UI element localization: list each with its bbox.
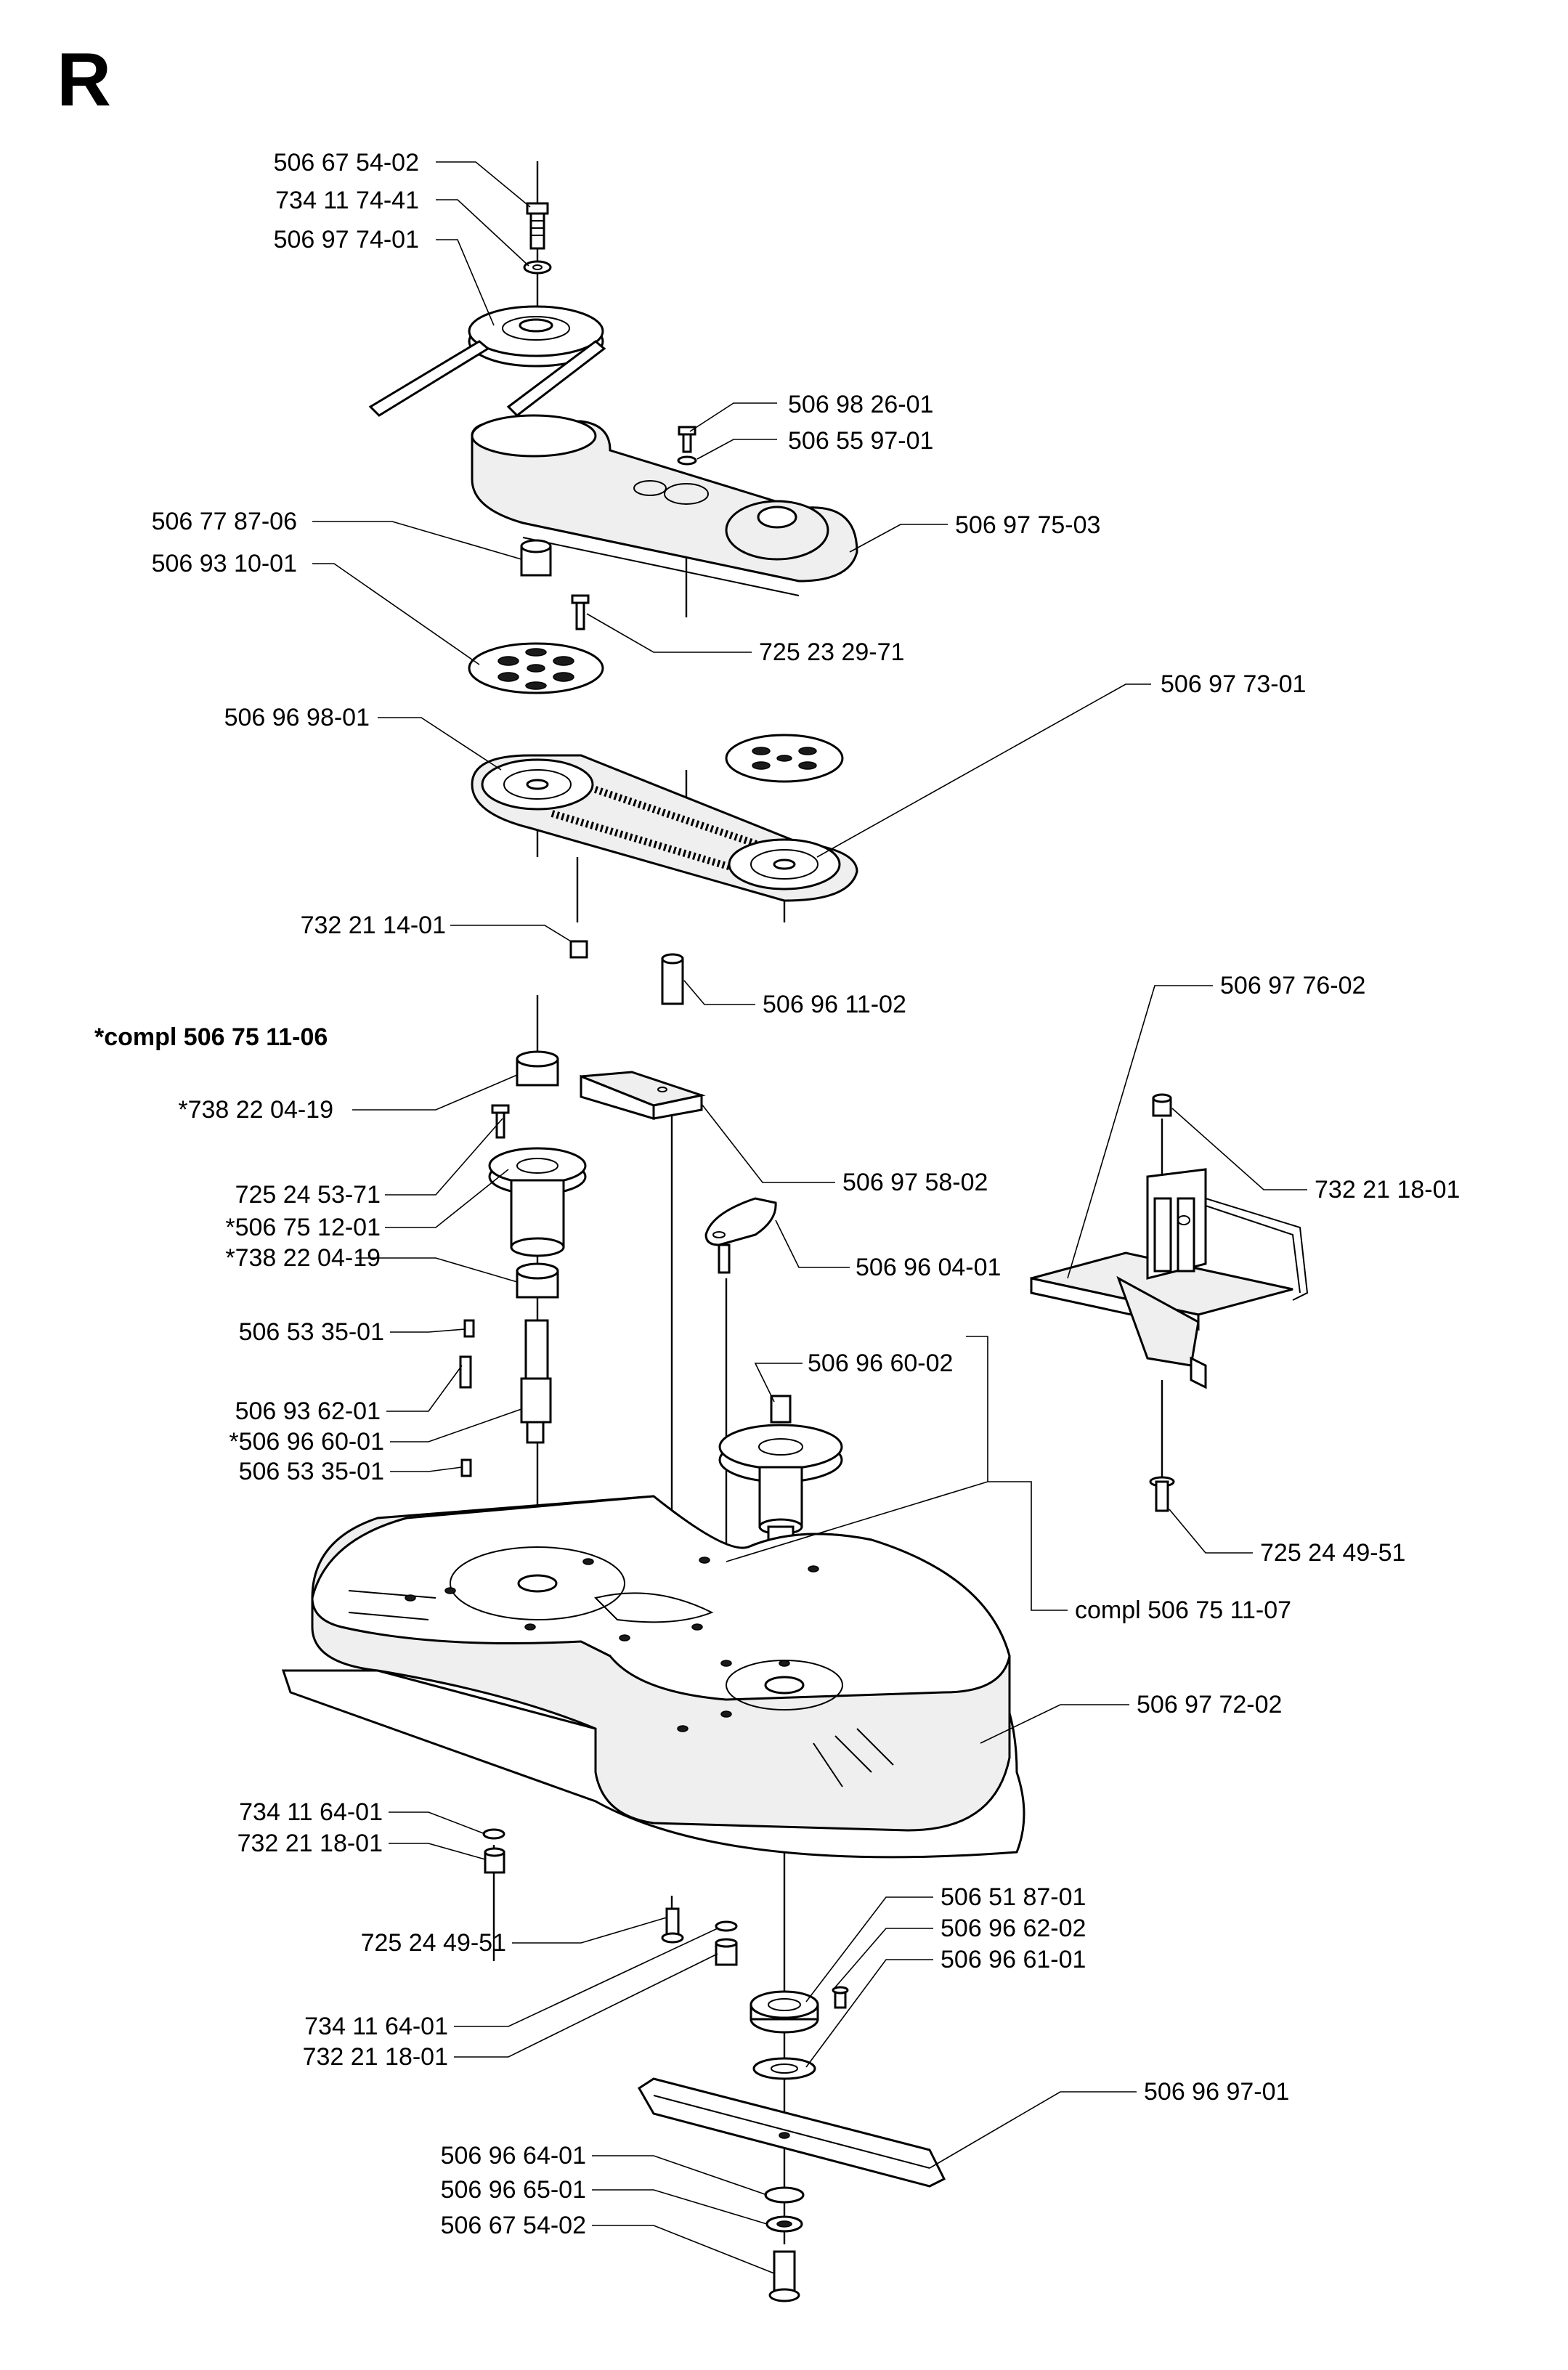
mount-nut [1152,1093,1172,1117]
right-spindle [718,1395,843,1547]
callout-506-67-54-02-top: 506 67 54-02 [273,149,419,176]
callout-506-96-64-01: 506 96 64-01 [440,2142,586,2170]
callout-732-21-14-01: 732 21 14-01 [300,912,446,939]
shaft [520,1319,552,1444]
callout-506-97-76-02: 506 97 76-02 [1220,972,1366,999]
callout-506-96-97-01: 506 96 97-01 [1144,2078,1290,2106]
bearing-lower [516,1262,559,1299]
callout-compl-506-75-11-06: *compl 506 75 11-06 [94,1023,328,1051]
callout-725-24-49-51-mount: 725 24 49-51 [1260,1539,1406,1567]
upper-plate [468,642,604,694]
bracket [580,1071,706,1121]
callout-506-96-11-02: 506 96 11-02 [763,991,906,1018]
long-spacer [661,953,684,1005]
callout-506-97-72-02: 506 97 72-02 [1137,1691,1283,1718]
leader-lines [312,161,1307,2274]
callout-506-67-54-02-bottom: 506 67 54-02 [440,2212,586,2239]
callout-732-21-18-01-right: 732 21 18-01 [302,2043,448,2071]
callout-506-53-35-01-upper: 506 53 35-01 [238,1318,384,1346]
callout-506-97-75-03: 506 97 75-03 [955,511,1101,539]
callout-506-98-26-01: 506 98 26-01 [788,391,934,418]
callout-734-11-64-01-left: 734 11 64-01 [239,1798,383,1826]
callout-506-93-62-01: 506 93 62-01 [235,1397,381,1425]
callout-506-75-12-01: *506 75 12-01 [225,1214,381,1241]
callout-506-96-62-02: 506 96 62-02 [941,1915,1086,1942]
spacer [520,539,552,577]
blade [637,2077,946,2188]
bearing-upper [516,1050,559,1087]
callout-734-11-74-41: 734 11 74-41 [275,187,419,214]
top-washer [523,260,552,275]
washer-nut-left [482,1828,505,1874]
callout-506-97-74-01: 506 97 74-01 [273,226,419,253]
callout-725-24-53-71: 725 24 53-71 [235,1181,381,1209]
callout-506-51-87-01: 506 51 87-01 [941,1883,1086,1911]
callout-506-55-97-01: 506 55 97-01 [788,427,934,455]
washer-nut-right [715,1920,738,1966]
callout-725-24-49-51-deck: 725 24 49-51 [360,1929,506,1957]
callout-506-93-10-01: 506 93 10-01 [151,550,297,577]
blade-hub [750,1986,849,2080]
mower-deck [281,1495,1025,1859]
callout-734-11-64-01-right: 734 11 64-01 [304,2013,448,2040]
cover-screw [677,426,697,466]
callout-506-53-35-01-lower: 506 53 35-01 [238,1458,384,1485]
callout-506-97-58-02: 506 97 58-02 [842,1169,988,1196]
callout-732-21-18-01-mount: 732 21 18-01 [1315,1176,1461,1204]
belt-cover [471,414,858,596]
callout-506-96-04-01: 506 96 04-01 [856,1254,1002,1281]
sheet-letter: R [57,38,112,122]
spindle-housing [488,1147,587,1257]
callout-506-96-61-01: 506 96 61-01 [941,1946,1086,1973]
callout-506-96-60-01: *506 96 60-01 [229,1428,384,1456]
upper-pulley [368,305,606,417]
callout-506-96-98-01: 506 96 98-01 [224,704,370,731]
callout-506-96-60-02: 506 96 60-02 [808,1350,954,1377]
callout-506-97-73-01: 506 97 73-01 [1161,670,1307,698]
keys [459,1319,475,1477]
callout-compl-506-75-11-07: compl 506 75 11-07 [1075,1596,1292,1624]
lever [704,1197,777,1274]
belt-assembly [471,754,858,902]
callout-506-77-87-06: 506 77 87-06 [151,508,297,535]
callout-738-22-04-19-lower: *738 22 04-19 [225,1244,381,1272]
upper-small-screw [571,594,590,630]
callout-738-22-04-19-upper: *738 22 04-19 [178,1096,333,1124]
callout-732-21-18-01-left: 732 21 18-01 [237,1830,383,1857]
bolt-under-deck [661,1907,684,1944]
callout-506-96-65-01: 506 96 65-01 [440,2176,586,2204]
top-bolt [526,202,549,250]
mount-screw [1149,1476,1175,1512]
right-plate [725,734,844,783]
callout-725-23-29-71: 725 23 29-71 [759,638,905,666]
mount-bracket [1030,1168,1309,1389]
hex-nut-upper [569,940,588,959]
